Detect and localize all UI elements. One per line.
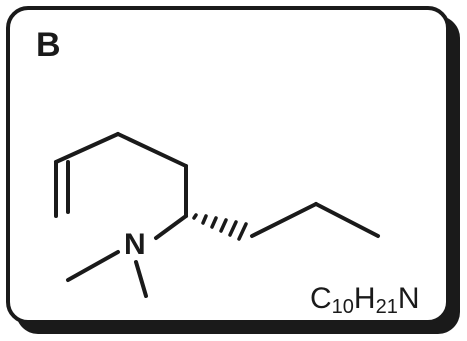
hashed-wedge-bond [192,213,248,241]
nitrogen-atom-label: N [124,228,146,261]
formula-hydrogen: H [353,282,376,315]
propyl-bond-2 [314,202,380,238]
panel-label: B [36,26,61,64]
formula-carbon: C [310,282,332,315]
chain-bond-1 [54,132,120,164]
molecular-formula: C10H21N [310,282,420,318]
n-methyl-bond-1 [66,250,120,282]
formula-hydrogen-count: 21 [375,296,398,318]
c-n-bond [154,214,188,240]
propyl-bond-1 [250,202,318,238]
formula-nitrogen: N [397,282,420,315]
n-methyl-bond-2 [134,260,148,298]
chain-bond-2 [116,132,188,168]
formula-carbon-count: 10 [331,296,354,318]
